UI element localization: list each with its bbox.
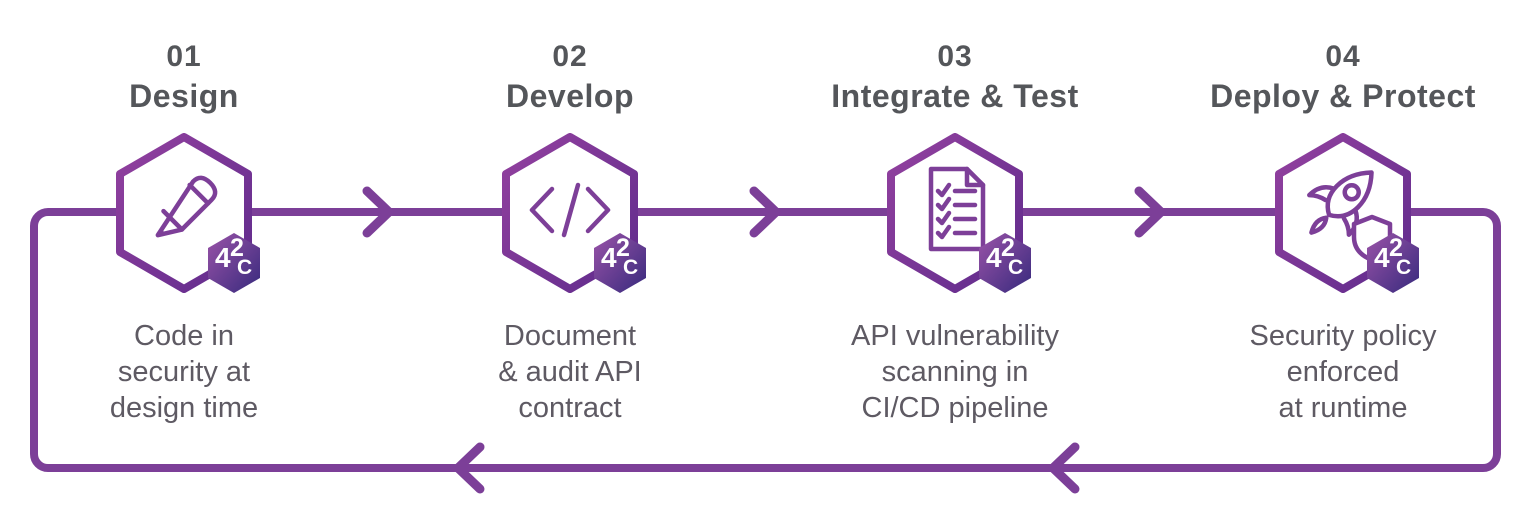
badge-char-c: C [237, 256, 253, 279]
step-design: 01 Design 4 2 C Code in securi [14, 0, 354, 513]
step-integrate-test: 03 Integrate & Test [785, 0, 1125, 513]
arrow-left-icon [453, 442, 485, 494]
arrow-right-icon [1134, 186, 1166, 238]
badge-char-4: 4 [1374, 242, 1390, 273]
step-title: Integrate & Test [831, 78, 1079, 114]
step-description: API vulnerability scanning in CI/CD pipe… [851, 320, 1059, 424]
step-number: 02 [552, 40, 588, 73]
checklist-icon [928, 166, 986, 252]
badge-hexagon [1367, 233, 1419, 293]
hexagon-design: 4 2 C [114, 133, 260, 293]
arrow-right-icon [749, 186, 781, 238]
badge-char-4: 4 [601, 242, 617, 273]
code-icon [529, 182, 611, 238]
badge-char-2: 2 [230, 234, 244, 262]
hexagon-deploy-protect: 4 2 C [1273, 133, 1419, 293]
step-description: Code in security at design time [109, 320, 259, 424]
badge-char-2: 2 [1389, 234, 1403, 262]
step-number: 04 [1325, 40, 1361, 73]
badge-hexagon [208, 233, 260, 293]
badge-char-c: C [1008, 256, 1024, 279]
step-title: Deploy & Protect [1210, 78, 1476, 114]
badge-hexagon [979, 233, 1031, 293]
pencil-icon [155, 175, 218, 238]
badge-char-c: C [1396, 256, 1412, 279]
step-number: 01 [166, 40, 202, 73]
step-description: Security policy enforced at runtime [1249, 320, 1437, 424]
arrow-right-icon [362, 186, 394, 238]
arrow-left-icon [1048, 442, 1080, 494]
step-deploy-protect: 04 Deploy & Protect [1173, 0, 1513, 513]
badge-char-c: C [623, 256, 639, 279]
badge-42c: 4 2 C [204, 230, 264, 296]
hexagon-develop: 4 2 C [500, 133, 646, 293]
badge-hexagon [594, 233, 646, 293]
step-title: Develop [506, 78, 634, 114]
badge-char-2: 2 [616, 234, 630, 262]
hexagon-integrate-test: 4 2 C [885, 133, 1031, 293]
badge-char-2: 2 [1001, 234, 1015, 262]
step-description: Document & audit API contract [498, 320, 642, 424]
badge-char-4: 4 [215, 242, 231, 273]
step-number: 03 [937, 40, 973, 73]
badge-42c: 4 2 C [1363, 230, 1423, 296]
step-title: Design [129, 78, 239, 114]
step-develop: 02 Develop 4 2 C Document & audit API co… [400, 0, 740, 513]
badge-42c: 4 2 C [590, 230, 650, 296]
loop-path [30, 208, 1501, 472]
badge-42c: 4 2 C [975, 230, 1035, 296]
badge-char-4: 4 [986, 242, 1002, 273]
